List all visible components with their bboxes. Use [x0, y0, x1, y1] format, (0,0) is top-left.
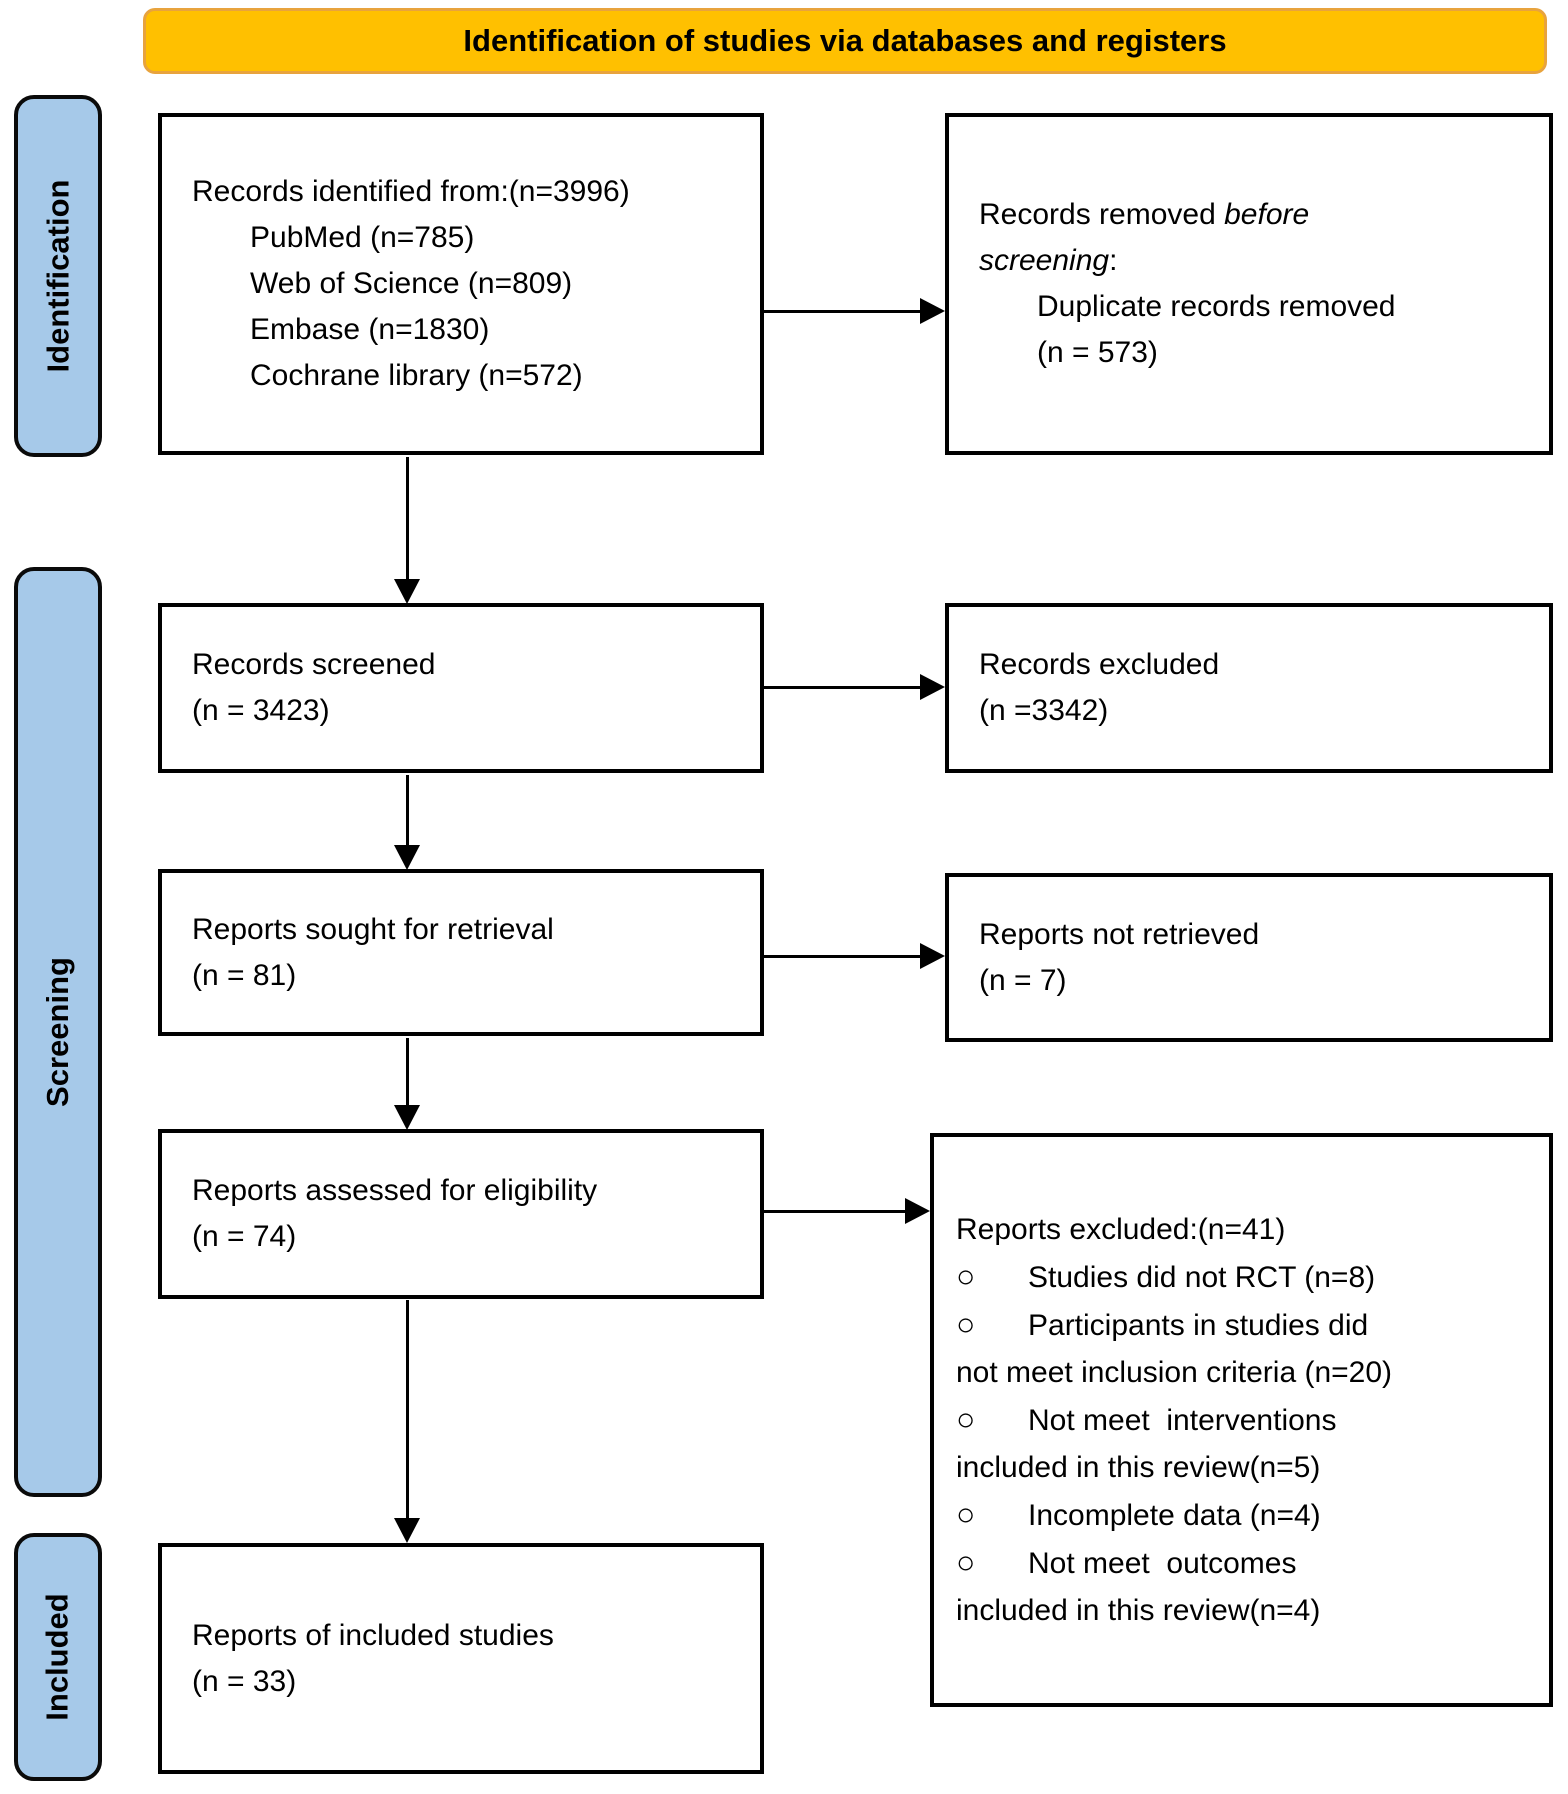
box-reports-not-retrieved: Reports not retrieved (n = 7) [945, 873, 1553, 1042]
records-removed-line2-italic: screening [979, 244, 1110, 277]
reports-excluded-reason-wrap: not meet inclusion criteria (n=20) [956, 1356, 1393, 1389]
box-records-identified: Records identified from:(n=3996) PubMed … [158, 113, 764, 455]
reason-text: Studies did not RCT (n=8) [1028, 1261, 1376, 1294]
arrow-assessed-to-included-line [406, 1300, 409, 1520]
records-removed-count: (n = 573) [1037, 336, 1158, 369]
records-screened-label: Records screened [192, 648, 436, 681]
reports-excluded-reason-wrap: included in this review(n=5) [956, 1451, 1321, 1484]
reports-excluded-reason: ○ Studies did not RCT (n=8) [956, 1253, 1537, 1301]
stage-label-screening-text: Screening [40, 957, 76, 1107]
reason-text: Participants in studies did [1028, 1309, 1369, 1342]
reports-excluded-reason: ○ Not meet interventions [956, 1396, 1537, 1444]
reports-not-retrieved-label: Reports not retrieved [979, 917, 1260, 951]
reports-excluded-title: Reports excluded:(n=41) [956, 1213, 1286, 1246]
arrow-screened-to-excluded-head [920, 674, 945, 700]
records-excluded-label: Records excluded [979, 648, 1220, 681]
reports-not-retrieved-count: (n = 7) [979, 963, 1067, 997]
reports-excluded-reason: ○ Incomplete data (n=4) [956, 1491, 1537, 1539]
arrow-sought-to-not-retrieved-line [764, 955, 922, 958]
reports-sought-count: (n = 81) [192, 958, 297, 992]
records-removed-line1-italic: before [1224, 198, 1310, 231]
box-reports-assessed: Reports assessed for eligibility (n = 74… [158, 1129, 764, 1299]
records-identified-pubmed: PubMed (n=785) [250, 221, 475, 254]
stage-label-identification-text: Identification [40, 179, 76, 373]
arrow-assessed-to-excluded-line [764, 1210, 906, 1213]
circle-bullet-icon: ○ [956, 1496, 976, 1532]
records-removed-line1: Records removed before [979, 192, 1537, 238]
records-removed-line2: screening: [979, 238, 1537, 284]
records-removed-line2-normal: : [1109, 244, 1118, 277]
arrow-identified-to-screened-head [394, 579, 420, 604]
circle-bullet-icon: ○ [956, 1544, 976, 1580]
records-identified-web-of-science: Web of Science (n=809) [250, 267, 573, 300]
reason-text: Not meet interventions [1028, 1404, 1337, 1437]
records-removed-line1-normal: Records removed [979, 198, 1225, 231]
reports-excluded-reason-wrap: included in this review(n=4) [956, 1594, 1321, 1627]
reports-excluded-reason: ○ Not meet outcomes [956, 1539, 1537, 1587]
box-records-removed: Records removed before screening: Duplic… [945, 113, 1553, 455]
box-reports-sought: Reports sought for retrieval (n = 81) [158, 869, 764, 1036]
arrow-assessed-to-included-head [394, 1518, 420, 1543]
arrow-screened-to-sought-line [406, 775, 409, 847]
stage-label-screening: Screening [14, 567, 102, 1497]
box-included-studies: Reports of included studies (n = 33) [158, 1543, 764, 1774]
reports-excluded-reason: ○ Participants in studies did [956, 1301, 1537, 1349]
circle-bullet-icon: ○ [956, 1306, 976, 1342]
records-excluded-count: (n =3342) [979, 694, 1109, 727]
records-screened-count: (n = 3423) [192, 694, 330, 727]
box-records-screened: Records screened (n = 3423) [158, 603, 764, 773]
arrow-sought-to-not-retrieved-head [920, 943, 945, 969]
banner-title: Identification of studies via databases … [143, 8, 1547, 74]
arrow-sought-to-assessed-head [394, 1105, 420, 1130]
included-studies-count: (n = 33) [192, 1664, 297, 1698]
records-removed-duplicates: Duplicate records removed [1037, 290, 1396, 323]
records-identified-total: Records identified from:(n=3996) [192, 175, 630, 208]
arrow-identified-to-removed-head [920, 298, 945, 324]
reports-assessed-count: (n = 74) [192, 1220, 297, 1253]
arrow-identified-to-screened-line [406, 457, 409, 581]
circle-bullet-icon: ○ [956, 1258, 976, 1294]
arrow-screened-to-excluded-line [764, 686, 922, 689]
included-studies-label: Reports of included studies [192, 1618, 554, 1652]
reports-assessed-label: Reports assessed for eligibility [192, 1174, 598, 1207]
arrow-sought-to-assessed-line [406, 1038, 409, 1107]
stage-label-included: Included [14, 1533, 102, 1781]
arrow-assessed-to-excluded-head [905, 1198, 930, 1224]
records-identified-cochrane: Cochrane library (n=572) [250, 359, 583, 392]
reports-sought-label: Reports sought for retrieval [192, 912, 554, 946]
reason-text: Incomplete data (n=4) [1028, 1499, 1321, 1532]
reason-text: Not meet outcomes [1028, 1547, 1297, 1580]
circle-bullet-icon: ○ [956, 1401, 976, 1437]
records-identified-embase: Embase (n=1830) [250, 313, 490, 346]
stage-label-included-text: Included [40, 1593, 76, 1721]
box-reports-excluded: Reports excluded:(n=41) ○ Studies did not… [930, 1133, 1553, 1707]
arrow-screened-to-sought-head [394, 845, 420, 870]
stage-label-identification: Identification [14, 95, 102, 457]
box-records-excluded: Records excluded (n =3342) [945, 603, 1553, 773]
arrow-identified-to-removed-line [764, 310, 922, 313]
